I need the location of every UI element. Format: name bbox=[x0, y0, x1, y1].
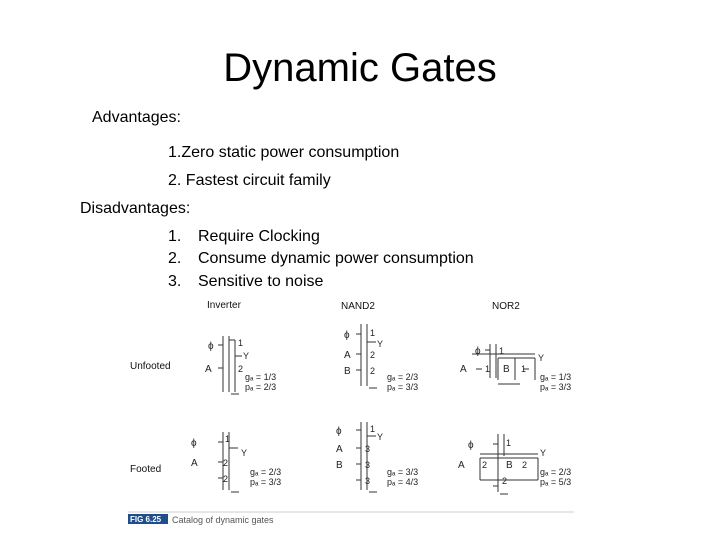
column-label-nor2: NOR2 bbox=[492, 301, 520, 312]
ftd-inv-size-1: 1 bbox=[225, 434, 230, 444]
dynamic-gates-catalog-figure: ϕ 1 Y A 2 gₐ = 1/3 pₐ = 2/3 ϕ 1 Y A 2 B … bbox=[128, 300, 574, 525]
unf-nand-clock-label: ϕ bbox=[344, 330, 350, 341]
unf-nand-p: pₐ = 3/3 bbox=[387, 382, 418, 392]
unf-nor-size-2: 1 bbox=[485, 364, 490, 374]
unf-nand-input-b: B bbox=[344, 366, 351, 377]
ftd-inv-clock-top-label: ϕ bbox=[191, 438, 197, 449]
disadvantage-item-2: 2. Consume dynamic power consumption bbox=[168, 249, 474, 269]
ftd-nor-size-2: 2 bbox=[482, 460, 487, 470]
disadvantage-item-1: 1. Require Clocking bbox=[168, 227, 320, 247]
unf-nand-size-2: 2 bbox=[370, 350, 375, 360]
unf-inv-output-label: Y bbox=[243, 351, 249, 361]
row-label-unfooted: Unfooted bbox=[130, 361, 171, 372]
ftd-nand-clock-top-label: ϕ bbox=[336, 426, 342, 437]
ftd-nor-size-1: 1 bbox=[506, 438, 511, 448]
ftd-inv-output-label: Y bbox=[241, 448, 247, 458]
disadvantage-item-3: 3. Sensitive to noise bbox=[168, 272, 323, 292]
ftd-nor-p: pₐ = 5/3 bbox=[540, 477, 571, 487]
ftd-nor-clock-top-label: ϕ bbox=[468, 440, 474, 451]
unf-nor-output-label: Y bbox=[538, 353, 544, 363]
advantage-item-2: 2. Fastest circuit family bbox=[168, 172, 331, 189]
unf-inv-p: pₐ = 2/3 bbox=[245, 382, 276, 392]
row-label-footed: Footed bbox=[130, 464, 161, 475]
ftd-nand-size-1: 1 bbox=[370, 424, 375, 434]
ftd-inv-p: pₐ = 3/3 bbox=[250, 477, 281, 487]
ftd-nand-input-a: A bbox=[336, 444, 343, 455]
list-number: 1. bbox=[168, 228, 182, 245]
ftd-nand-g: gₐ = 3/3 bbox=[387, 467, 418, 477]
unf-nor-size-1: 1 bbox=[499, 346, 504, 356]
ftd-nand-p: pₐ = 4/3 bbox=[387, 477, 418, 487]
footed-inverter-circuit bbox=[218, 432, 239, 493]
unf-inv-g: gₐ = 1/3 bbox=[245, 372, 276, 382]
ftd-nand-size-4: 3 bbox=[365, 476, 370, 486]
unf-nand-input-a: A bbox=[344, 350, 351, 361]
ftd-inv-size-3: 2 bbox=[223, 474, 228, 484]
ftd-nor-input-a: A bbox=[458, 460, 465, 471]
unf-inv-input-a: A bbox=[205, 364, 212, 375]
unf-nor-size-3: 1 bbox=[521, 364, 526, 374]
advantages-heading: Advantages: bbox=[92, 109, 181, 126]
unfooted-inverter-circuit bbox=[218, 336, 242, 395]
unf-nand-output-label: Y bbox=[377, 339, 383, 349]
unf-nand-size-1: 1 bbox=[370, 328, 375, 338]
unf-nand-size-3: 2 bbox=[370, 366, 375, 376]
unfooted-nor2-circuit bbox=[472, 344, 536, 385]
caption-tag: FIG 6.25 bbox=[130, 515, 162, 524]
list-text: Sensitive to noise bbox=[198, 273, 324, 290]
unf-inv-clock-label: ϕ bbox=[208, 341, 214, 352]
column-label-nand2: NAND2 bbox=[341, 301, 375, 312]
list-text: Require Clocking bbox=[198, 228, 320, 245]
column-label-inverter: Inverter bbox=[207, 300, 242, 311]
list-number: 2. bbox=[168, 250, 182, 267]
ftd-nor-size-4: 2 bbox=[502, 476, 507, 486]
ftd-nor-size-3: 2 bbox=[522, 460, 527, 470]
slide-title: Dynamic Gates bbox=[223, 46, 497, 90]
ftd-nand-input-b: B bbox=[336, 460, 343, 471]
unf-inv-size-2: 2 bbox=[238, 364, 243, 374]
unf-nor-input-a: A bbox=[460, 364, 467, 375]
footed-nand2-circuit bbox=[356, 422, 377, 493]
disadvantages-heading: Disadvantages: bbox=[80, 200, 191, 217]
list-number: 3. bbox=[168, 273, 182, 290]
footed-nor2-circuit bbox=[479, 434, 539, 495]
advantage-item-1: 1.Zero static power consumption bbox=[168, 144, 400, 161]
unf-nor-p: pₐ = 3/3 bbox=[540, 382, 571, 392]
unf-nor-clock-label: ϕ bbox=[475, 346, 481, 357]
unfooted-nand2-circuit bbox=[356, 324, 377, 389]
ftd-nand-size-2: 3 bbox=[365, 444, 370, 454]
unf-inv-size-1: 1 bbox=[238, 338, 243, 348]
ftd-nor-input-b: B bbox=[506, 460, 513, 471]
unf-nand-g: gₐ = 2/3 bbox=[387, 372, 418, 382]
ftd-nand-output-label: Y bbox=[377, 432, 383, 442]
ftd-nor-output-label: Y bbox=[540, 448, 546, 458]
caption-tag-box bbox=[128, 514, 168, 524]
ftd-inv-size-2: 2 bbox=[223, 458, 228, 468]
ftd-inv-input-a: A bbox=[191, 458, 198, 469]
ftd-nor-g: gₐ = 2/3 bbox=[540, 467, 571, 477]
caption-text: Catalog of dynamic gates bbox=[172, 515, 274, 525]
unf-nor-g: gₐ = 1/3 bbox=[540, 372, 571, 382]
list-text: Consume dynamic power consumption bbox=[198, 250, 474, 267]
ftd-inv-g: gₐ = 2/3 bbox=[250, 467, 281, 477]
unf-nor-input-b: B bbox=[503, 364, 510, 375]
ftd-nand-size-3: 3 bbox=[365, 460, 370, 470]
